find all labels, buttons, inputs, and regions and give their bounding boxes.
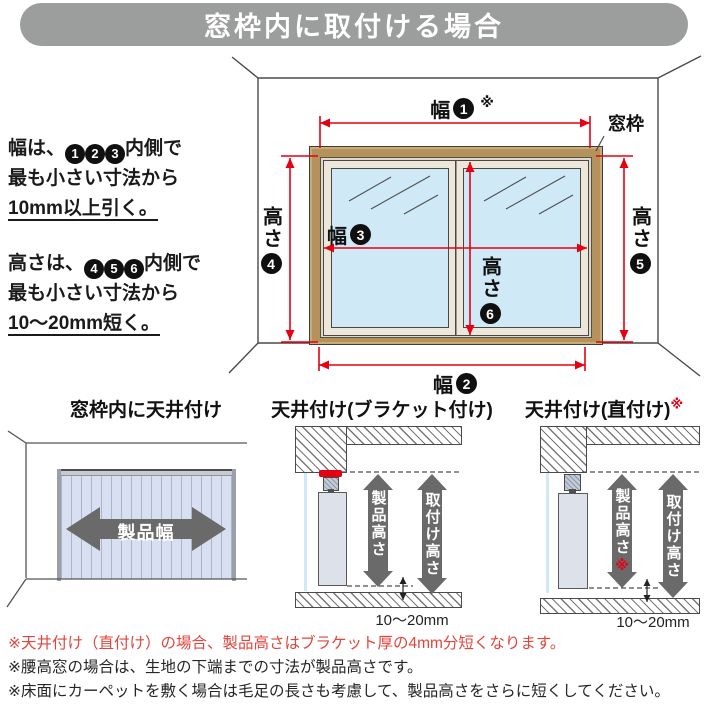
install-height-text-right: 取付け高さ bbox=[664, 494, 682, 579]
gap-label-middle: 10〜20mm bbox=[375, 612, 449, 629]
dashed-guide-lines bbox=[342, 471, 699, 589]
footnote-1: ※天井付け（直付け）の場合、製品高さはブラケット厚の4mm分短くなります。 bbox=[8, 635, 566, 652]
width-badge-3: 3 bbox=[105, 143, 126, 164]
height5-badge: 5 bbox=[629, 253, 651, 274]
figure-title-right-text: 天井付け(直付け) bbox=[524, 400, 671, 421]
height4-kanji: 高さ bbox=[259, 206, 282, 250]
width3-kanji: 幅 bbox=[327, 226, 347, 248]
install-height-text-middle: 取付け高さ bbox=[423, 492, 441, 577]
product-height-label-right: 製品高さ ※ bbox=[611, 488, 633, 574]
product-body-right bbox=[558, 493, 588, 589]
height-badge-6: 6 bbox=[124, 258, 145, 279]
width2-badge: 2 bbox=[456, 373, 477, 394]
window-glass-line-middle bbox=[304, 473, 307, 591]
window-frame-label: 窓枠 bbox=[608, 114, 644, 134]
height-instruction-after: 内側で bbox=[144, 253, 202, 274]
footnote-2: ※腰高窓の場合は、生地の下端までの寸法が製品高さです。 bbox=[8, 659, 423, 676]
page-title: 窓枠内に取付ける場合 bbox=[20, 3, 688, 46]
ceiling-strip-right bbox=[586, 426, 700, 445]
blind-frame-left-post bbox=[57, 469, 61, 581]
headbox-right bbox=[564, 474, 581, 491]
measure-label-width-3: 幅 3 bbox=[327, 220, 371, 249]
footnote-3: ※床面にカーペットを敷く場合は毛足の長さも考慮して、製品高さをさらに短くしてくだ… bbox=[8, 683, 670, 700]
blind-head-rail bbox=[57, 469, 236, 476]
headbox-middle bbox=[323, 477, 339, 491]
height-instruction-line2: 最も小さい寸法から bbox=[8, 283, 180, 304]
measure-label-height-5: 高さ 5 bbox=[627, 206, 653, 274]
product-width-label: 製品幅 bbox=[117, 523, 175, 543]
height5-kanji: 高さ bbox=[628, 206, 651, 250]
width-instruction-after: 内側で bbox=[125, 138, 183, 159]
height-badge-5: 5 bbox=[104, 258, 125, 279]
ceiling-section-middle bbox=[295, 426, 347, 473]
width1-kanji: 幅 bbox=[430, 100, 451, 122]
product-height-label-middle: 製品高さ bbox=[367, 490, 389, 558]
width-instruction-line2: 最も小さい寸法から bbox=[8, 168, 180, 189]
height4-badge: 4 bbox=[260, 253, 282, 274]
width-badge-2: 2 bbox=[85, 143, 106, 164]
figure-title-right-note: ※ bbox=[670, 396, 684, 412]
install-height-label-middle: 取付け高さ bbox=[421, 492, 443, 577]
width3-badge: 3 bbox=[350, 224, 371, 245]
product-body-middle bbox=[318, 492, 347, 586]
blind-frame-right-post bbox=[232, 469, 236, 581]
height-instruction-underlined: 10〜20mm短く。 bbox=[8, 313, 161, 336]
window-glass-line-right bbox=[546, 473, 549, 593]
height-instruction-lead: 高さは、 bbox=[8, 253, 85, 274]
figure-title-right: 天井付け(直付け)※ bbox=[498, 395, 708, 422]
height-badge-4: 4 bbox=[84, 258, 105, 279]
product-height-text-right: 製品高さ bbox=[613, 488, 631, 556]
measure-label-height-4: 高さ 4 bbox=[258, 206, 284, 274]
install-height-label-right: 取付け高さ bbox=[662, 494, 684, 579]
figure-title-middle: 天井付け(ブラケット付け) bbox=[271, 400, 493, 421]
figure-title-left: 窓枠内に天井付け bbox=[69, 400, 222, 421]
height6-kanji: 高さ bbox=[478, 256, 501, 300]
width1-note: ※ bbox=[480, 94, 494, 110]
product-height-note-right: ※ bbox=[615, 557, 629, 573]
floor-section-right bbox=[540, 598, 700, 614]
mounting-bracket bbox=[319, 470, 342, 477]
connector-right bbox=[569, 489, 576, 495]
floor-section-middle bbox=[295, 592, 462, 608]
measure-label-width-1: 幅 1 ※ bbox=[408, 94, 516, 123]
height6-badge: 6 bbox=[479, 303, 501, 324]
width2-kanji: 幅 bbox=[433, 375, 453, 397]
product-height-text-middle: 製品高さ bbox=[369, 490, 387, 558]
width-instruction-lead: 幅は、 bbox=[8, 138, 66, 159]
width-badge-1: 1 bbox=[65, 143, 86, 164]
measure-label-height-6: 高さ 6 bbox=[477, 256, 503, 324]
ceiling-strip-middle bbox=[346, 426, 462, 445]
gap-label-right: 10〜20mm bbox=[616, 614, 690, 631]
width1-badge: 1 bbox=[453, 98, 475, 119]
measure-label-width-2: 幅 2 bbox=[417, 369, 493, 398]
width-instruction-underlined: 10mm以上引く。 bbox=[8, 198, 158, 221]
ceiling-section-right bbox=[540, 426, 587, 473]
